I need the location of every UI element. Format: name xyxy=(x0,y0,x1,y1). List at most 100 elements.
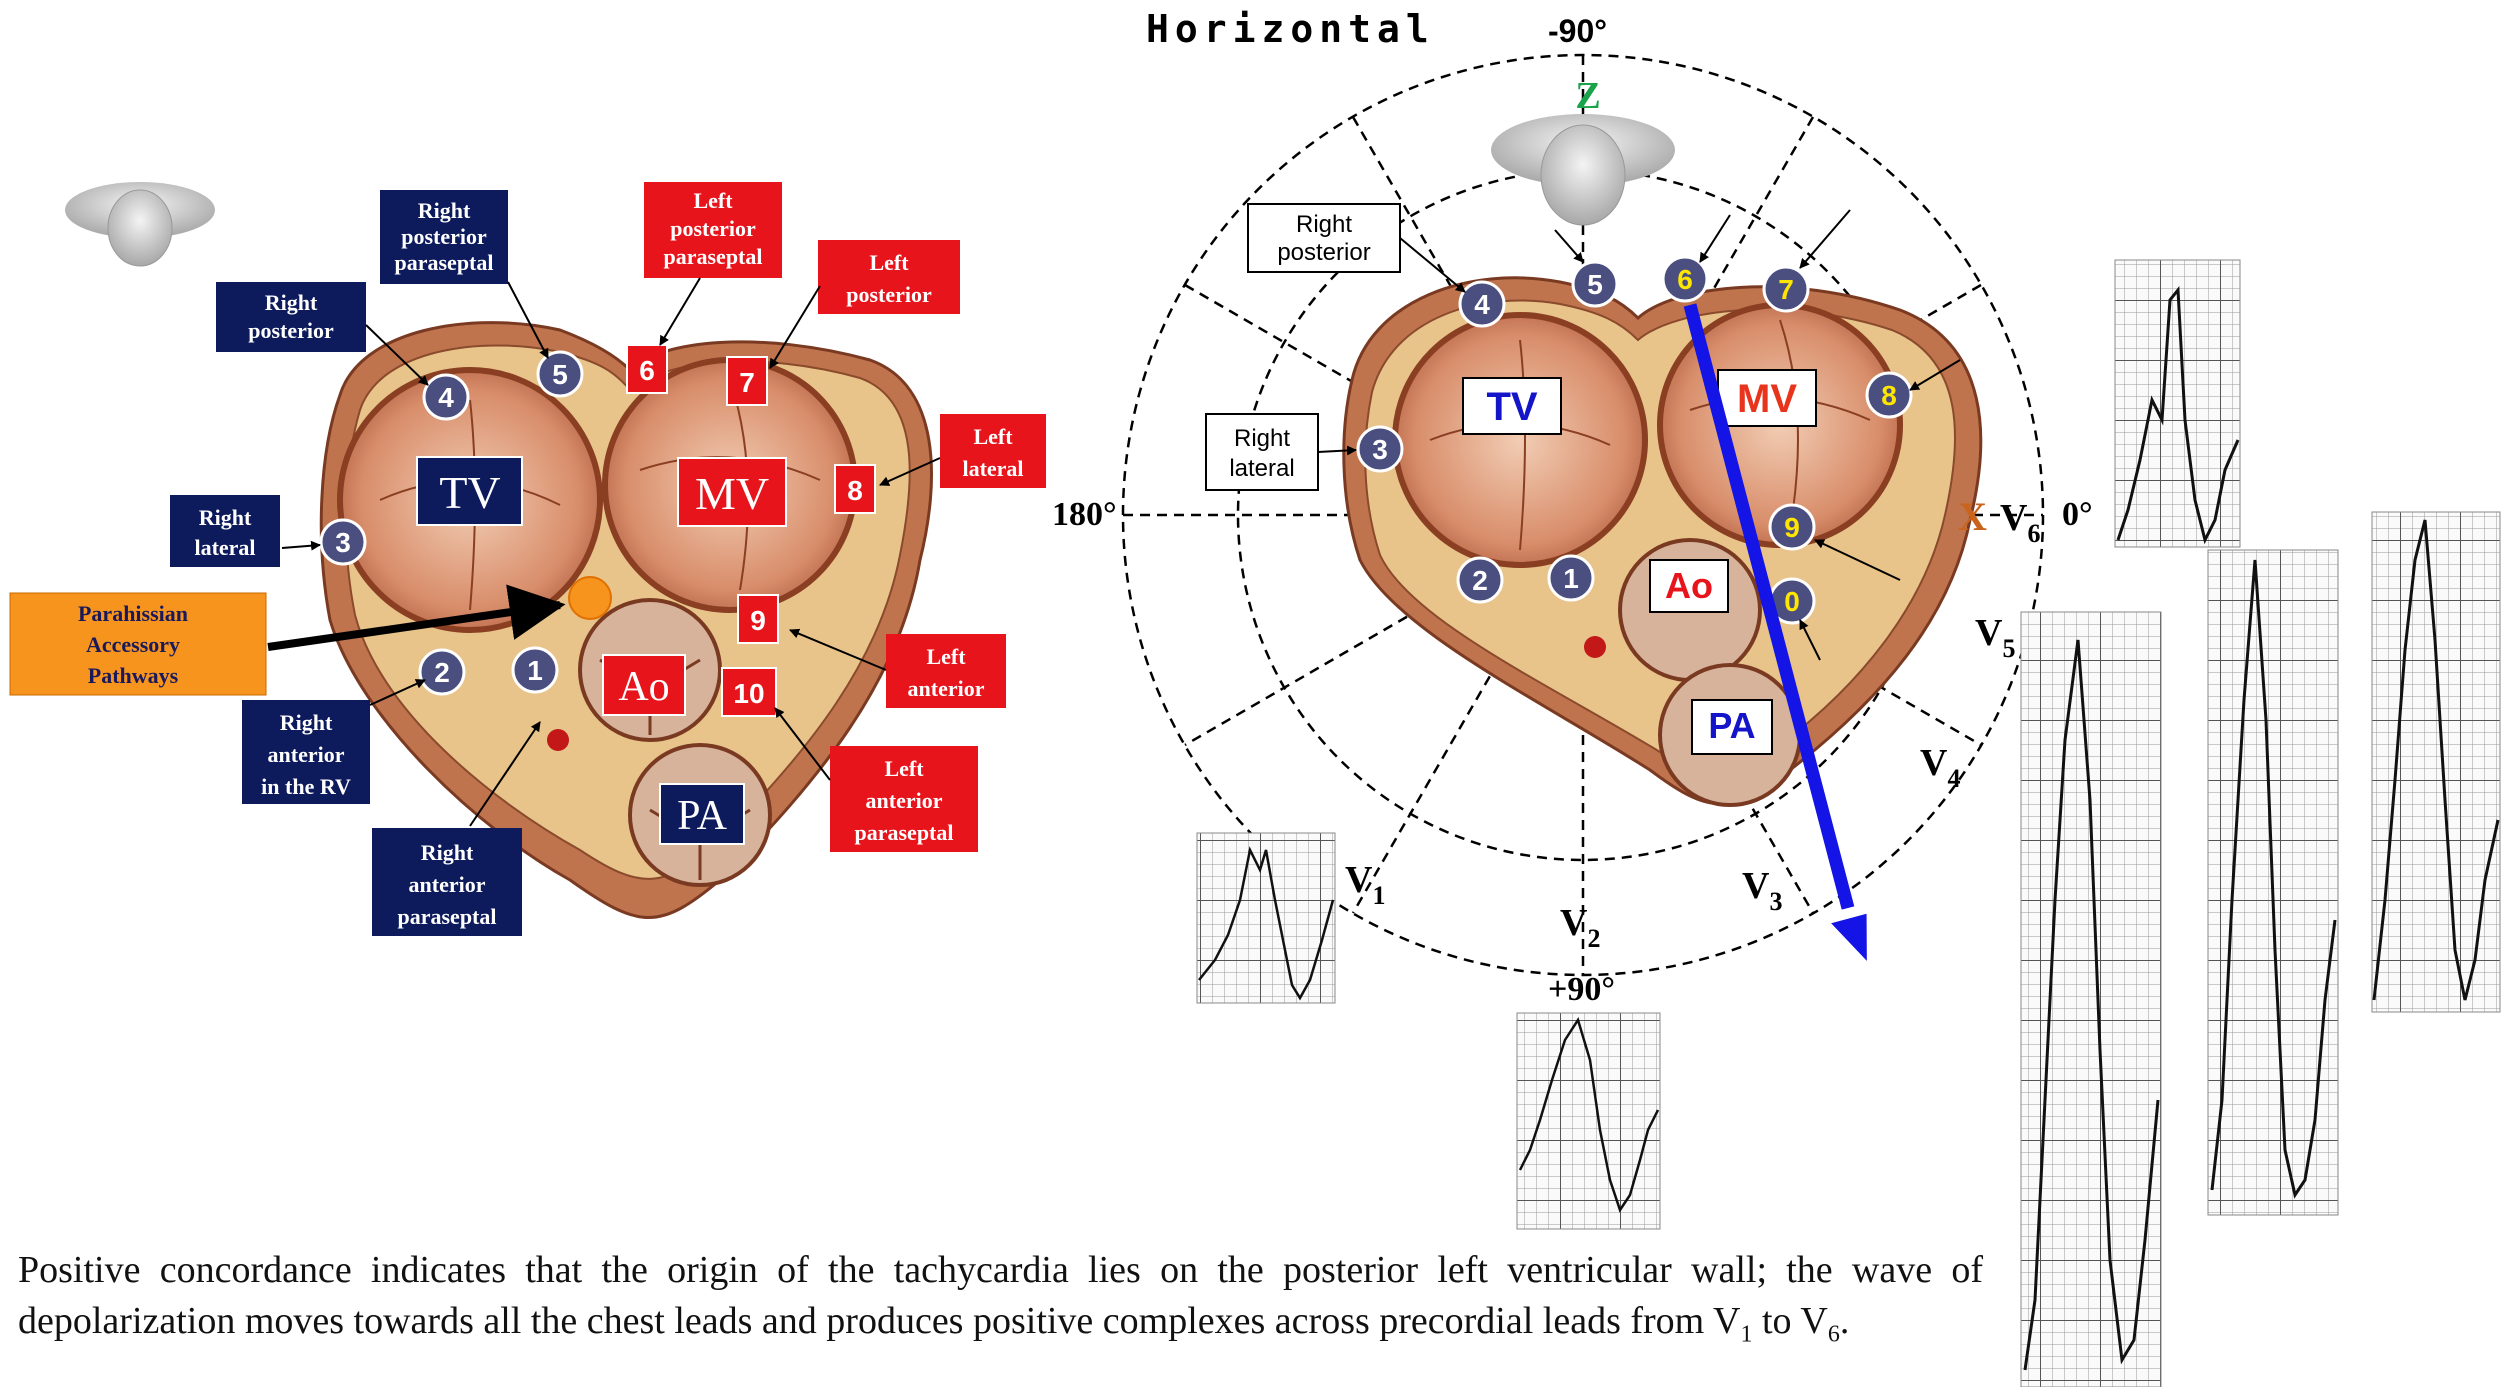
horizontal-title: Horizontal xyxy=(1146,7,1435,51)
box-right-posterior: Right posterior xyxy=(1248,204,1400,272)
label-left-lateral: Left lateral xyxy=(940,414,1046,488)
label-left-posterior-paraseptal: Left posterior paraseptal xyxy=(644,182,782,278)
pa-label: PA xyxy=(677,793,728,839)
marker-r9: 9 xyxy=(1770,505,1814,549)
label-parahissian: Parahissian Accessory Pathways xyxy=(10,593,266,695)
marker-6: 6 xyxy=(627,345,667,393)
tv-label-right: TV xyxy=(1486,385,1537,429)
label-right-lateral: Right lateral xyxy=(170,495,280,567)
ecg-strip-v4 xyxy=(2208,550,2338,1215)
svg-text:posterior: posterior xyxy=(1277,239,1370,266)
svg-text:Right: Right xyxy=(418,198,471,223)
angle-top: -90° xyxy=(1548,13,1607,49)
svg-text:Right: Right xyxy=(199,505,252,530)
svg-text:6: 6 xyxy=(1677,264,1693,295)
marker-2: 2 xyxy=(420,650,464,694)
svg-text:7: 7 xyxy=(1778,274,1794,305)
svg-text:anterior: anterior xyxy=(409,872,486,897)
svg-text:Left: Left xyxy=(869,250,909,275)
marker-3: 3 xyxy=(321,520,365,564)
svg-text:anterior: anterior xyxy=(268,742,345,767)
caption-paragraph: Positive concordance indicates that the … xyxy=(18,1245,1983,1361)
marker-r1: 1 xyxy=(1549,556,1593,600)
svg-text:1: 1 xyxy=(527,655,543,686)
svg-text:anterior: anterior xyxy=(866,788,943,813)
svg-text:paraseptal: paraseptal xyxy=(664,244,763,269)
marker-8: 8 xyxy=(835,465,875,513)
marker-r6: 6 xyxy=(1663,257,1707,301)
svg-text:posterior: posterior xyxy=(670,216,756,241)
svg-text:4: 4 xyxy=(438,382,454,413)
svg-text:8: 8 xyxy=(847,475,863,506)
svg-text:2: 2 xyxy=(434,657,450,688)
label-left-anterior-paraseptal: Left anterior paraseptal xyxy=(830,746,978,852)
lead-v1: V1 xyxy=(1345,859,1385,910)
ecg-strip-v6 xyxy=(2115,260,2240,547)
tv-label: TV xyxy=(439,467,500,518)
svg-text:Right: Right xyxy=(1296,211,1352,238)
marker-5: 5 xyxy=(538,352,582,396)
svg-text:lateral: lateral xyxy=(962,456,1023,481)
marker-1: 1 xyxy=(513,648,557,692)
ecg-strip-v1 xyxy=(1197,833,1335,1003)
parahissian-dot xyxy=(569,577,611,619)
svg-text:Left: Left xyxy=(884,756,924,781)
svg-text:3: 3 xyxy=(1372,434,1388,465)
marker-r2: 2 xyxy=(1458,558,1502,602)
svg-text:Right: Right xyxy=(265,290,318,315)
ao-label: Ao xyxy=(618,664,669,710)
svg-text:9: 9 xyxy=(1784,512,1800,543)
svg-text:lateral: lateral xyxy=(194,535,255,560)
svg-text:0: 0 xyxy=(1784,586,1800,617)
coronary-artery-dot xyxy=(547,729,569,751)
ecg-strip-v5 xyxy=(2021,612,2161,1387)
svg-text:5: 5 xyxy=(552,359,568,390)
svg-text:8: 8 xyxy=(1881,380,1897,411)
svg-text:10: 10 xyxy=(733,678,764,709)
svg-text:Parahissian: Parahissian xyxy=(78,601,188,626)
svg-text:posterior: posterior xyxy=(248,318,334,343)
lead-v3: V3 xyxy=(1742,865,1782,916)
label-right-anterior-paraseptal: Right anterior paraseptal xyxy=(372,828,522,936)
svg-text:Right: Right xyxy=(1234,425,1290,452)
svg-text:2: 2 xyxy=(1472,565,1488,596)
svg-text:Pathways: Pathways xyxy=(88,663,179,688)
ecg-strip-v2 xyxy=(1517,1013,1660,1229)
mv-label: MV xyxy=(695,468,769,519)
svg-text:posterior: posterior xyxy=(846,282,932,307)
svg-text:Right: Right xyxy=(280,710,333,735)
lead-v2: V2 xyxy=(1560,902,1600,953)
lead-v6: V6 xyxy=(2000,497,2040,548)
box-right-lateral: Right lateral xyxy=(1206,414,1318,490)
label-left-anterior: Left anterior xyxy=(886,634,1006,708)
svg-text:3: 3 xyxy=(335,527,351,558)
svg-text:paraseptal: paraseptal xyxy=(395,250,494,275)
marker-r5: 5 xyxy=(1573,262,1617,306)
axis-z-label: Z xyxy=(1575,75,1600,117)
svg-text:anterior: anterior xyxy=(908,676,985,701)
svg-text:Right: Right xyxy=(421,840,474,865)
marker-r4: 4 xyxy=(1460,282,1504,326)
svg-text:1: 1 xyxy=(1563,563,1579,594)
label-right-anterior-rv: Right anterior in the RV xyxy=(242,700,370,804)
svg-text:in the RV: in the RV xyxy=(261,774,351,799)
head-orientation-icon xyxy=(65,182,215,266)
svg-text:Left: Left xyxy=(926,644,966,669)
lead-v4: V4 xyxy=(1920,742,1960,793)
pa-label-right: PA xyxy=(1708,705,1755,746)
left-heart-diagram: TV MV Ao PA 1 2 3 4 5 6 7 8 9 10 Right p… xyxy=(10,182,1046,936)
marker-r8: 8 xyxy=(1867,373,1911,417)
svg-text:6: 6 xyxy=(639,355,655,386)
tricuspid-valve-right xyxy=(1395,315,1645,565)
angle-right: 0° xyxy=(2062,496,2093,533)
svg-text:4: 4 xyxy=(1474,289,1490,320)
marker-7: 7 xyxy=(727,357,767,405)
svg-text:Left: Left xyxy=(693,188,733,213)
svg-text:lateral: lateral xyxy=(1229,455,1294,482)
angle-left: 180° xyxy=(1052,496,1117,533)
svg-text:posterior: posterior xyxy=(401,224,487,249)
axis-x-label: X xyxy=(1958,494,1987,539)
coronary-artery-dot-right xyxy=(1584,636,1606,658)
svg-text:paraseptal: paraseptal xyxy=(855,820,954,845)
